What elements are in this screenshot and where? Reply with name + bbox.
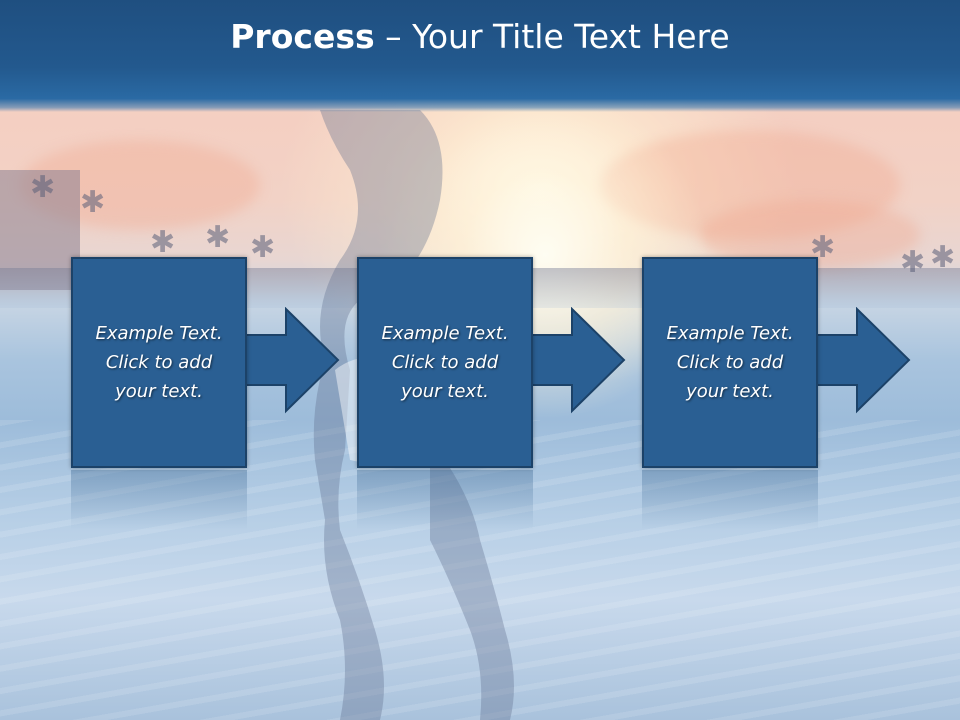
right-arrow-icon — [517, 307, 626, 414]
sea-water — [0, 420, 960, 720]
building-silhouette — [0, 170, 80, 290]
step-text: Example Text. Click to add your text. — [95, 323, 223, 402]
process-step-1: Example Text. Click to add your text. — [71, 257, 411, 468]
process-step-3: Example Text. Click to add your text. — [642, 257, 960, 468]
step-text-box[interactable]: Example Text. Click to add your text. — [71, 257, 247, 468]
title-bold: Process — [230, 16, 375, 56]
right-arrow-icon — [802, 307, 911, 414]
step-text-box[interactable]: Example Text. Click to add your text. — [642, 257, 818, 468]
right-arrow-icon — [231, 307, 340, 414]
step-text: Example Text. Click to add your text. — [381, 323, 509, 402]
step-text-box[interactable]: Example Text. Click to add your text. — [357, 257, 533, 468]
reflection — [71, 470, 247, 530]
title-bar: Process – Your Title Text Here — [0, 0, 960, 112]
reflection — [642, 470, 818, 530]
reflection — [357, 470, 533, 530]
step-text: Example Text. Click to add your text. — [666, 323, 794, 402]
title-rest: – Your Title Text Here — [374, 16, 730, 56]
process-step-2: Example Text. Click to add your text. — [357, 257, 697, 468]
slide-title[interactable]: Process – Your Title Text Here — [230, 17, 729, 56]
